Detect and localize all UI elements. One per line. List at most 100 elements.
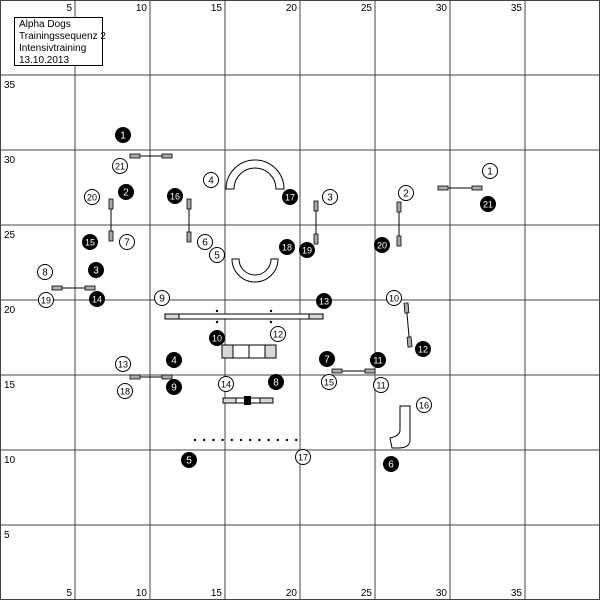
- jump-wing: [186, 198, 192, 210]
- dog-marker: 7: [119, 234, 135, 250]
- marker-circle: [270, 326, 286, 342]
- marker-label: 9: [159, 294, 165, 305]
- jump-wing: [396, 235, 402, 247]
- marker-label: 20: [87, 193, 97, 203]
- dog-marker: 19: [38, 292, 54, 308]
- dog-marker: 13: [115, 356, 131, 372]
- dog-marker: 6: [197, 234, 213, 250]
- marker-label: 1: [120, 131, 126, 142]
- x-axis-label-top: 15: [211, 3, 223, 14]
- handler-marker: 2: [118, 184, 134, 200]
- a-frame: [221, 344, 277, 359]
- marker-circle: [319, 351, 335, 367]
- handler-marker: 1: [115, 127, 131, 143]
- marker-circle: [37, 264, 53, 280]
- handler-marker: 16: [167, 188, 183, 204]
- jump-wing: [51, 285, 63, 291]
- marker-circle: [282, 189, 298, 205]
- marker-circle: [115, 356, 131, 372]
- marker-circle: [321, 374, 337, 390]
- marker-circle: [416, 397, 432, 413]
- dog-marker: 16: [416, 397, 432, 413]
- handler-marker: 21: [480, 196, 496, 212]
- y-axis-label: 20: [4, 305, 16, 316]
- handler-marker: 8: [268, 374, 284, 390]
- x-axis-label-bottom: 10: [136, 588, 148, 599]
- a-frame-section: [264, 344, 277, 359]
- y-axis-label: 5: [4, 530, 10, 541]
- marker-circle: [117, 383, 133, 399]
- info-box: Alpha Dogs Trainingssequenz 2 Intensivtr…: [14, 17, 106, 66]
- dog-marker: 18: [117, 383, 133, 399]
- marker-label: 17: [285, 193, 295, 203]
- marker-label: 7: [124, 238, 130, 249]
- tunnel-pipe: [389, 405, 411, 449]
- handler-marker: 17: [282, 189, 298, 205]
- handler-marker: 19: [299, 242, 315, 258]
- marker-label: 16: [170, 192, 180, 202]
- marker-circle: [203, 172, 219, 188]
- jump: [186, 198, 192, 243]
- marker-label: 6: [202, 238, 208, 249]
- x-axis-label-top: 35: [511, 3, 523, 14]
- weave-pole: [295, 438, 298, 442]
- jump-wing: [364, 368, 376, 374]
- x-axis-label-bottom: 15: [211, 588, 223, 599]
- jump-wing: [129, 374, 141, 380]
- marker-label: 12: [418, 345, 428, 355]
- jump-wing: [161, 153, 173, 159]
- marker-label: 4: [171, 356, 177, 367]
- jump: [403, 302, 413, 348]
- marker-label: 13: [118, 360, 128, 370]
- marker-label: 7: [324, 355, 330, 366]
- marker-label: 2: [403, 189, 409, 200]
- jump: [437, 185, 483, 191]
- jump-wing: [406, 336, 413, 348]
- marker-circle: [112, 158, 128, 174]
- marker-label: 3: [327, 193, 333, 204]
- y-axis-label: 25: [4, 230, 16, 241]
- jump-wing: [108, 198, 114, 210]
- x-axis-label-bottom: 5: [66, 588, 72, 599]
- jump-wing: [186, 231, 192, 243]
- handler-marker: 15: [82, 234, 98, 250]
- weave-pole: [285, 438, 289, 442]
- jump-wing: [161, 374, 173, 380]
- marker-circle: [209, 330, 225, 346]
- marker-label: 18: [120, 387, 130, 397]
- marker-label: 18: [282, 243, 292, 253]
- marker-label: 14: [92, 295, 102, 305]
- a-frame-section: [232, 344, 250, 359]
- marker-label: 11: [373, 356, 382, 366]
- marker-label: 3: [93, 266, 99, 277]
- marker-label: 8: [42, 268, 48, 279]
- dog-marker: 3: [322, 189, 338, 205]
- marker-circle: [119, 234, 135, 250]
- jump-wing: [129, 153, 141, 159]
- dog-marker: 1: [482, 163, 498, 179]
- marker-circle: [383, 456, 399, 472]
- marker-circle: [38, 292, 54, 308]
- marker-label: 11: [376, 381, 385, 391]
- marker-circle: [398, 185, 414, 201]
- marker-circle: [181, 452, 197, 468]
- jump-wing: [108, 230, 114, 242]
- date: 13.10.2013: [19, 55, 70, 66]
- marker-label: 9: [171, 383, 177, 394]
- marker-label: 10: [389, 294, 399, 304]
- teeter: [222, 396, 274, 405]
- marker-label: 12: [273, 330, 283, 340]
- a-frame-section: [221, 344, 234, 359]
- marker-label: 21: [483, 200, 493, 210]
- dog-marker: 5: [209, 247, 225, 263]
- marker-label: 16: [419, 401, 429, 411]
- jump: [51, 285, 96, 291]
- contact-zone: [222, 397, 237, 404]
- weave-pole: [258, 438, 261, 442]
- marker-circle: [154, 290, 170, 306]
- marker-circle: [209, 247, 225, 263]
- weave-pole: [239, 438, 243, 442]
- support-leg: [215, 309, 219, 313]
- marker-label: 4: [208, 176, 214, 187]
- marker-circle: [218, 376, 234, 392]
